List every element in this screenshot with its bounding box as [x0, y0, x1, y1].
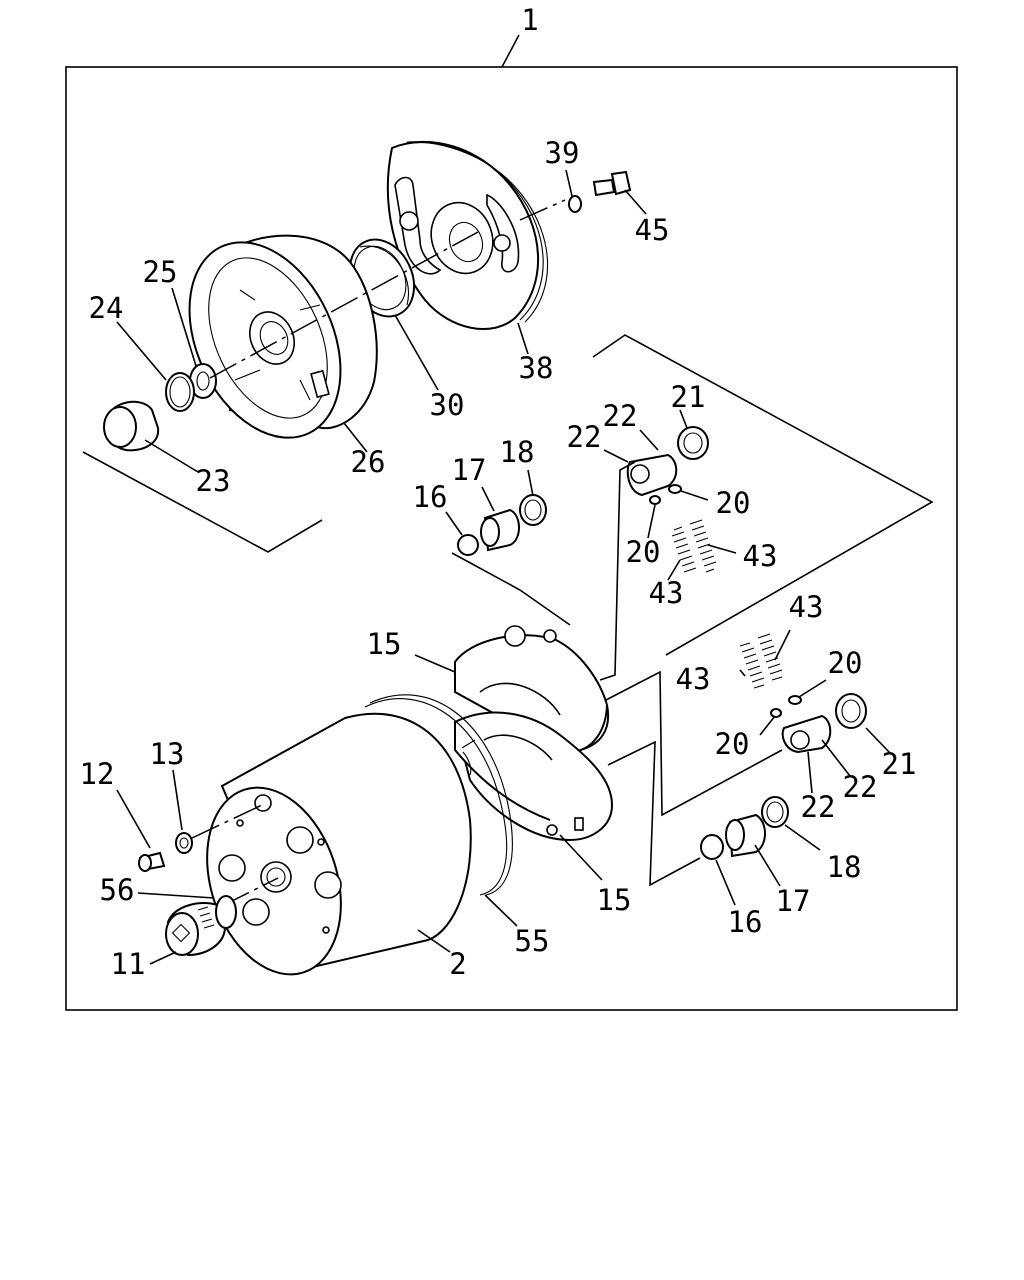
callout-56: 56 — [100, 873, 135, 907]
washer-13 — [175, 832, 193, 854]
clip-20-b — [649, 495, 661, 505]
ring-21-upper — [677, 426, 709, 460]
leader-lines — [116, 169, 891, 965]
cover-plate-38 — [386, 140, 549, 330]
callout-43: 43 — [676, 662, 711, 696]
callout-15: 15 — [597, 883, 632, 917]
callout-16: 16 — [728, 905, 763, 939]
callout-30: 30 — [430, 388, 465, 422]
ring-21-lower — [835, 693, 867, 729]
callout-45: 45 — [635, 213, 670, 247]
callout-38: 38 — [519, 351, 554, 385]
gasket-55 — [364, 694, 513, 896]
callout-23: 23 — [196, 464, 231, 498]
callout-17: 17 — [452, 453, 487, 487]
washer-39 — [568, 195, 582, 213]
callout-16: 16 — [413, 480, 448, 514]
callout-22: 22 — [567, 420, 602, 454]
callout-43: 43 — [789, 590, 824, 624]
clip-20-c — [788, 695, 802, 705]
assembly-frame — [65, 66, 958, 1011]
callout-25: 25 — [143, 255, 178, 289]
callout-1: 1 — [521, 3, 538, 37]
plug-23 — [103, 400, 160, 452]
springs-43-lower — [739, 633, 783, 689]
callout-43: 43 — [743, 539, 778, 573]
ring-18-lower — [761, 796, 789, 828]
o-ring-24 — [165, 372, 195, 412]
callout-11: 11 — [111, 947, 146, 981]
carrier-15-lower — [453, 711, 614, 842]
callout-21: 21 — [671, 380, 706, 414]
ring-18-upper — [519, 494, 547, 526]
callout-26: 26 — [351, 445, 386, 479]
callout-18: 18 — [827, 850, 862, 884]
holder-22-upper — [626, 453, 678, 497]
callout-18: 18 — [500, 435, 535, 469]
holder-22-lower — [781, 714, 832, 754]
bolt-45 — [592, 170, 632, 197]
callout-39: 39 — [545, 136, 580, 170]
carrier-15-upper — [453, 625, 610, 753]
pump-body-2 — [206, 712, 476, 976]
bushing-17-lower — [725, 813, 766, 858]
bushing-16-lower — [700, 834, 724, 860]
springs-43-upper — [671, 519, 717, 573]
callout-15: 15 — [367, 627, 402, 661]
callout-20: 20 — [715, 727, 750, 761]
callout-20: 20 — [626, 535, 661, 569]
callout-22: 22 — [843, 770, 878, 804]
clip-20-a — [668, 484, 682, 494]
callout-22: 22 — [603, 399, 638, 433]
callout-20: 20 — [828, 646, 863, 680]
clip-20-d — [770, 708, 782, 718]
bushing-17-upper — [480, 508, 520, 552]
assembly-leader — [501, 34, 520, 68]
callout-2: 2 — [449, 947, 466, 981]
callout-17: 17 — [776, 884, 811, 918]
plug-11 — [165, 902, 227, 957]
bolt-12 — [138, 851, 166, 872]
housing-26 — [188, 234, 378, 439]
callout-22: 22 — [801, 790, 836, 824]
callout-20: 20 — [716, 486, 751, 520]
callout-43: 43 — [649, 576, 684, 610]
callout-24: 24 — [89, 291, 124, 325]
bushing-16-upper — [457, 534, 479, 556]
callout-55: 55 — [515, 924, 550, 958]
callout-12: 12 — [80, 757, 115, 791]
callout-21: 21 — [882, 747, 917, 781]
o-ring-56 — [215, 895, 237, 929]
callout-13: 13 — [150, 737, 185, 771]
